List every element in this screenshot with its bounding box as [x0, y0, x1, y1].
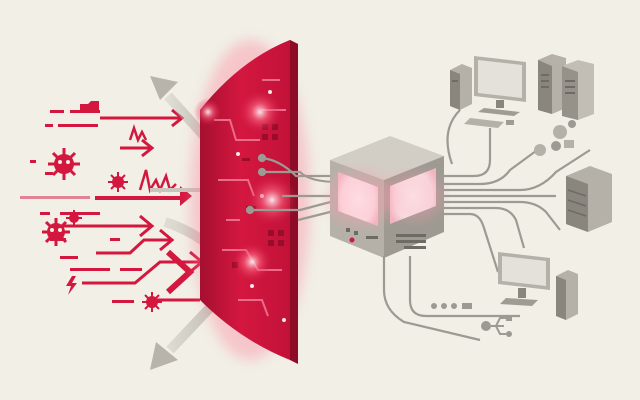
virus-icon [108, 172, 128, 192]
lightning-icon [66, 276, 77, 295]
virus-icon [142, 292, 162, 312]
virus-icon [42, 218, 70, 246]
server-tower-icon [562, 60, 594, 120]
pc-tower-icon [556, 270, 578, 320]
usb-node-icon [481, 315, 512, 337]
desktop-computer-icon [464, 56, 526, 128]
threat-chevron [165, 249, 195, 295]
laptop-monitor-icon [498, 252, 550, 306]
network-node-icon [534, 140, 574, 156]
server-tower-icon [538, 54, 566, 114]
threat-stream [20, 101, 205, 312]
signal-spike-icon [138, 169, 177, 194]
network-node-icon [553, 120, 576, 139]
network-cables [382, 109, 591, 342]
folder-icon [80, 101, 99, 113]
virus-icon [66, 210, 82, 226]
firewall-shield [190, 40, 310, 364]
pc-tower-icon [450, 64, 472, 110]
virus-icon [48, 148, 80, 180]
central-server-icon [326, 136, 444, 258]
dotted-link [431, 303, 472, 309]
server-rack-icon [566, 166, 612, 232]
signal-spike-icon [128, 124, 148, 144]
threat-streaks [20, 110, 180, 303]
